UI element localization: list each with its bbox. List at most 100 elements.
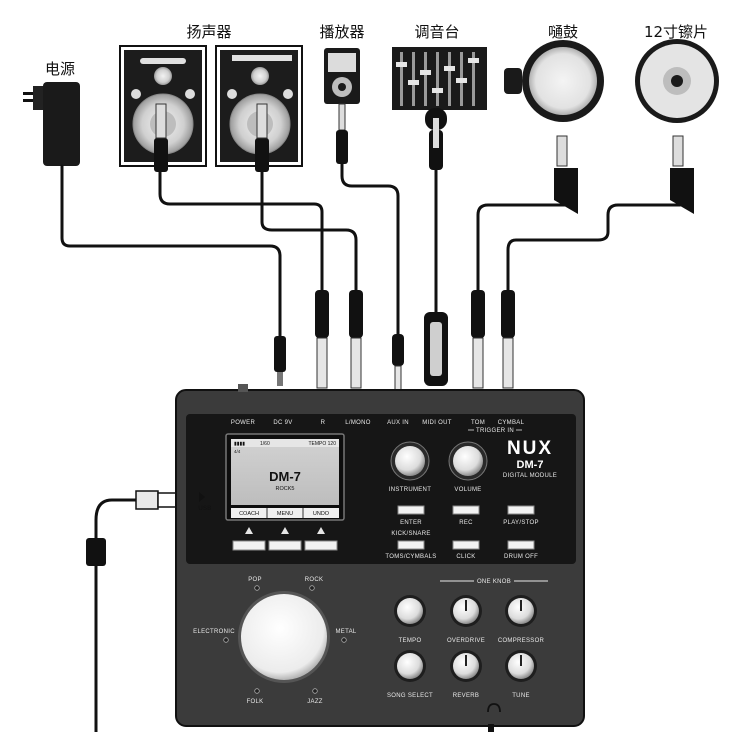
r-plug-icon	[315, 290, 329, 389]
softkey-1-arrow-icon	[245, 527, 253, 534]
style-pop-label: POP	[248, 577, 262, 583]
power-jack-label: POWER	[231, 420, 256, 426]
kick-snare-label: KICK/SNARE	[391, 531, 430, 537]
softkey-3-button[interactable]	[304, 540, 338, 551]
cymbal-jack-label: CYMBAL	[498, 420, 525, 426]
reverb-label: REVERB	[453, 693, 479, 699]
cymbal-cable	[506, 203, 682, 294]
lcd-status-left: ▮▮▮▮	[234, 441, 245, 447]
style-folk-label: FOLK	[247, 699, 264, 705]
style-rock-label: ROCK	[305, 577, 324, 583]
song-select-label: SONG SELECT	[387, 693, 433, 699]
lcd-title: DM-7	[269, 469, 301, 484]
tom-label: 嗵鼓	[548, 23, 578, 41]
power-adapter-icon	[23, 82, 80, 166]
style-selector-knob[interactable]	[241, 594, 327, 680]
tempo-knob[interactable]	[397, 598, 423, 624]
one-knob-label: ONE KNOB	[477, 579, 511, 585]
cymbal-label: 12寸镲片	[644, 23, 708, 41]
jazz-led	[312, 688, 318, 694]
speakers-label: 扬声器	[186, 23, 231, 41]
rec-label: REC	[459, 520, 473, 526]
player-cable	[340, 162, 400, 338]
song-select-knob[interactable]	[397, 653, 423, 679]
r-jack-label: R	[321, 420, 326, 426]
toms-cymbals-label: TOMS/CYMBALS	[385, 554, 436, 560]
lcd-tempo: TEMPO 120	[308, 441, 336, 447]
cymbal-pad-icon	[635, 39, 719, 123]
speaker-right-cable	[158, 166, 324, 294]
lcd-softkey-3: UNDO	[313, 511, 330, 517]
style-jazz-label: JAZZ	[307, 699, 323, 705]
usb-arrow-icon	[199, 492, 205, 502]
instrument-label: INSTRUMENT	[389, 487, 431, 493]
dc-jack-label: DC 9V	[273, 420, 292, 426]
tom-cable	[476, 203, 567, 294]
enter-label: ENTER	[400, 520, 422, 526]
lcd-screen: ▮▮▮▮ 1/60 TEMPO 120 4/4 DM-7 ROCK5 COACH…	[225, 433, 345, 521]
volume-label: VOLUME	[454, 487, 481, 493]
trigger-in-label: TRIGGER IN	[476, 428, 514, 434]
aux-jack-label: AUX IN	[387, 420, 409, 426]
style-electronic-label: ELECTRONIC	[193, 629, 235, 635]
metal-led	[341, 637, 347, 643]
toms-cymbals-button[interactable]	[397, 540, 425, 550]
power-cable	[60, 164, 282, 342]
mixer-plug-icon	[425, 108, 447, 170]
overdrive-label: OVERDRIVE	[447, 638, 485, 644]
usb-port-label: USB	[198, 506, 211, 512]
softkey-2-button[interactable]	[268, 540, 302, 551]
music-player-icon	[324, 48, 360, 104]
lcd-softkey-2: MENU	[277, 511, 293, 517]
lcd-subtitle: 4/4	[234, 449, 241, 454]
usb-cable	[94, 498, 140, 732]
midi-plug-icon	[424, 312, 448, 386]
enter-button[interactable]	[397, 505, 425, 515]
rec-button[interactable]	[452, 505, 480, 515]
tom-plug-icon	[554, 135, 578, 214]
model-name: DM-7	[517, 459, 544, 471]
style-leds	[223, 585, 347, 694]
tune-label: TUNE	[512, 693, 530, 699]
speaker-right-plug-icon	[255, 103, 269, 172]
lmono-jack-label: L/MONO	[345, 420, 371, 426]
tempo-label: TEMPO	[399, 638, 422, 644]
rock-led	[309, 585, 315, 591]
tom-jack-label: TOM	[471, 420, 485, 426]
power-label: 电源	[45, 60, 75, 78]
player-label: 播放器	[319, 23, 364, 41]
play-stop-label: PLAY/STOP	[503, 520, 539, 526]
drum-off-label: DRUM OFF	[504, 554, 538, 560]
softkey-1-button[interactable]	[232, 540, 266, 551]
lcd-status-mid: 1/60	[260, 441, 270, 447]
cymbal-input-plug-icon	[501, 290, 515, 389]
module-label: DIGITAL MODULE	[503, 473, 557, 479]
usb-plug-icon	[86, 490, 177, 566]
volume-knob[interactable]	[453, 446, 483, 476]
jack-plugs	[315, 290, 515, 391]
lcd-style: ROCK5	[276, 486, 295, 492]
drum-off-button[interactable]	[507, 540, 535, 550]
compressor-label: COMPRESSOR	[498, 638, 545, 644]
aux-plug-icon	[392, 334, 404, 391]
tom-pad-icon	[504, 40, 604, 122]
click-button[interactable]	[452, 540, 480, 550]
click-label: CLICK	[456, 554, 475, 560]
softkey-3-arrow-icon	[317, 527, 325, 534]
tom-input-plug-icon	[471, 290, 485, 389]
lmono-plug-icon	[349, 290, 363, 389]
instrument-knob[interactable]	[395, 446, 425, 476]
softkey-2-arrow-icon	[281, 527, 289, 534]
play-stop-button[interactable]	[507, 505, 535, 515]
mixer-icon	[392, 47, 487, 110]
player-plug-icon	[336, 103, 348, 164]
speaker-left-plug-icon	[154, 103, 168, 172]
effect-knobs	[394, 595, 537, 682]
power-plug-icon	[274, 336, 286, 386]
folk-led	[254, 688, 260, 694]
mixer-label: 调音台	[414, 23, 459, 41]
midi-jack-label: MIDI OUT	[422, 420, 451, 426]
electronic-led	[223, 637, 229, 643]
headphone-icon	[487, 703, 501, 713]
